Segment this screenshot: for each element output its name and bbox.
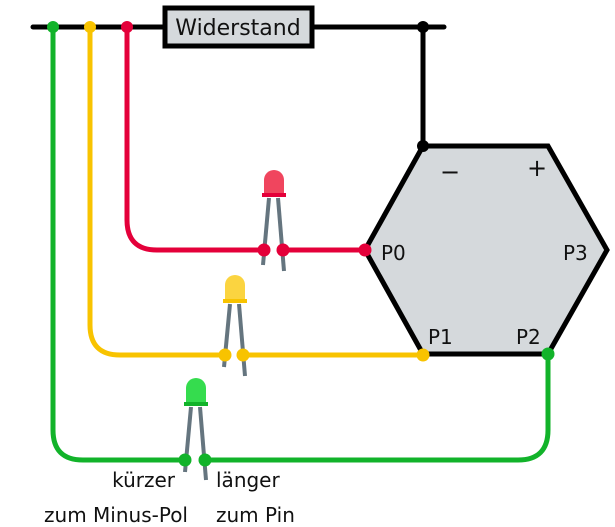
green-wire-ground xyxy=(50,27,185,463)
short-leg-label: kürzer xyxy=(112,468,176,492)
junction-yellow-top xyxy=(84,21,96,33)
led-rim xyxy=(184,402,208,406)
microcontroller-board: − + P0 P3 P1 P2 xyxy=(362,143,610,357)
plus-pin-label: + xyxy=(527,154,547,182)
led-body xyxy=(186,378,206,402)
pin-p3-label: P3 xyxy=(563,241,588,265)
short-leg-target-label: zum Minus-Pol xyxy=(44,503,188,527)
pin-p0-label: P0 xyxy=(381,241,406,265)
resistor-label: Widerstand xyxy=(175,16,300,41)
led-body xyxy=(264,170,284,193)
junction-p0 xyxy=(358,243,372,257)
junction-minus-pin xyxy=(417,140,429,152)
junction-red-top xyxy=(121,21,133,33)
led-rim xyxy=(223,299,247,303)
red-wire-ground xyxy=(124,27,264,253)
junction-black-top xyxy=(417,21,429,33)
junction-green-led-short xyxy=(178,453,192,467)
long-leg-target-label: zum Pin xyxy=(216,503,295,527)
pin-p1-label: P1 xyxy=(428,325,453,349)
green-led xyxy=(183,378,208,481)
led-leg-long xyxy=(198,406,208,481)
junction-red-led-long xyxy=(276,243,290,257)
led-leg-long xyxy=(237,303,247,377)
yellow-wire-ground xyxy=(87,27,225,358)
long-leg-label: länger xyxy=(216,468,280,492)
junction-yellow-led-short xyxy=(218,348,232,362)
resistor: Widerstand xyxy=(162,5,315,49)
pin-p2-label: P2 xyxy=(516,325,541,349)
led-body xyxy=(225,275,245,299)
junction-p1 xyxy=(416,348,430,362)
junction-green-led-long xyxy=(198,453,212,467)
junction-yellow-led-long xyxy=(236,348,250,362)
minus-pin-label: − xyxy=(440,158,460,186)
led-leg-long xyxy=(276,197,286,272)
junction-red-led-short xyxy=(257,243,271,257)
junction-green-top xyxy=(47,21,59,33)
junction-p2 xyxy=(541,347,555,361)
green-wire-pin xyxy=(205,354,551,463)
led-rim xyxy=(262,193,286,197)
